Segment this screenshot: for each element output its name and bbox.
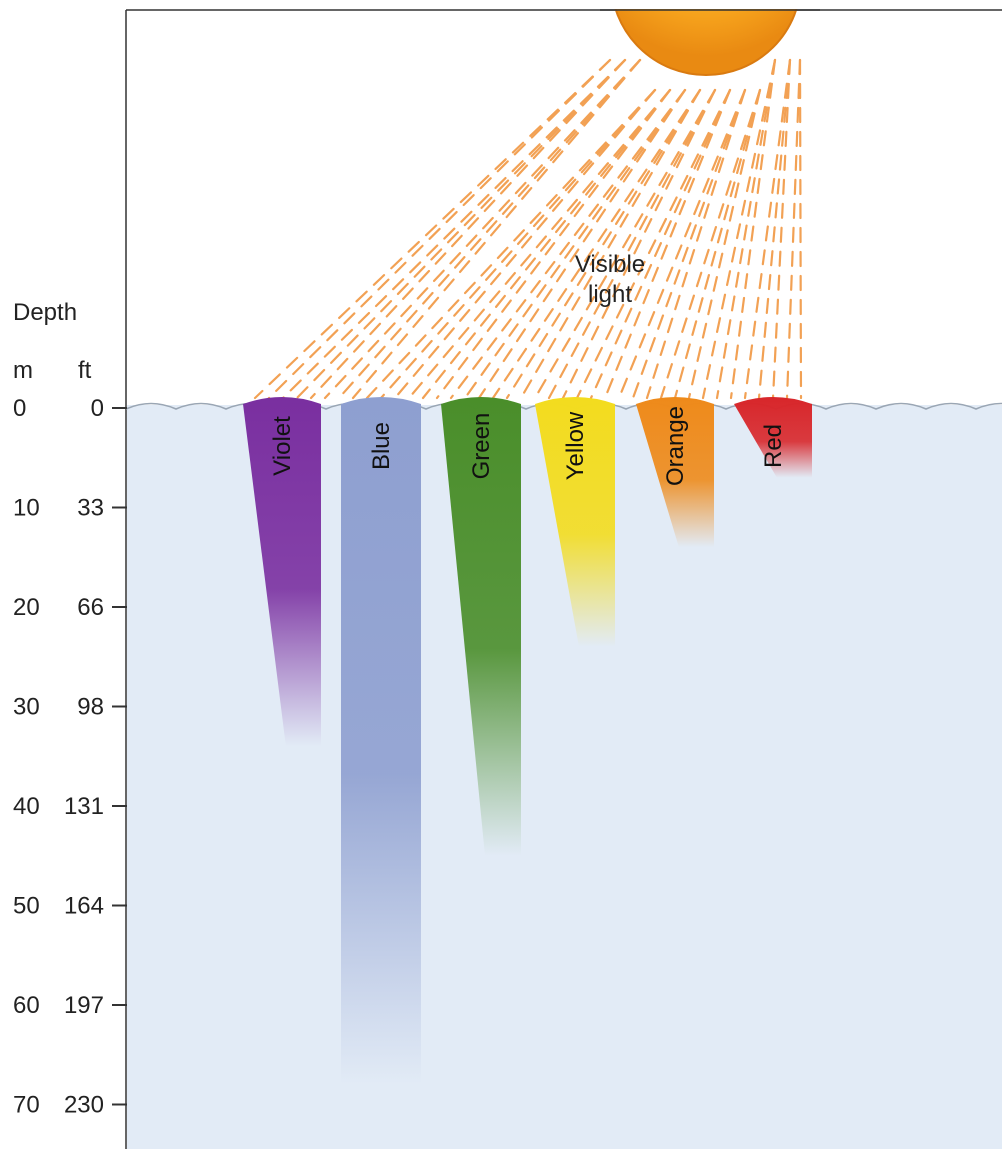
depth-label-ft: 98: [77, 694, 104, 721]
ray-line: [463, 88, 687, 400]
depth-label-m: 60: [13, 992, 40, 1019]
ray-line: [785, 58, 802, 400]
unit-ft-label: ft: [78, 357, 92, 384]
ray-line: [701, 58, 777, 400]
ray-line: [253, 58, 612, 400]
band-label-blue: Blue: [368, 422, 395, 470]
ray-line: [603, 88, 732, 400]
ray-line: [505, 88, 702, 400]
depth-label-m: 40: [13, 793, 40, 820]
depth-axis: 0 0 10 33 20 66 30 98 40 131 50 164 60 197 70 230: [13, 395, 127, 1119]
ray-line: [351, 58, 642, 400]
ray-line: [519, 88, 702, 400]
depth-label-ft: 230: [64, 1092, 104, 1119]
ray-line: [561, 88, 717, 400]
depth-label-m: 0: [13, 395, 26, 422]
ray-line: [421, 88, 672, 400]
ray-line: [757, 58, 792, 400]
ray-line: [323, 58, 642, 400]
band-label-red: Red: [760, 424, 787, 468]
depth-heading: Depth: [13, 299, 77, 326]
ray-line: [575, 88, 732, 400]
ray-line: [771, 58, 792, 400]
ray-line: [743, 58, 792, 400]
sun-rays: [253, 58, 803, 400]
depth-label-ft: 164: [64, 893, 104, 920]
ray-line: [589, 88, 732, 400]
sun-icon: [600, 0, 820, 76]
ray-line: [267, 58, 612, 400]
ray-line: [617, 88, 747, 400]
ray-line: [309, 58, 627, 400]
band-orange: [636, 397, 714, 548]
depth-label-ft: 197: [64, 992, 104, 1019]
ray-line: [547, 88, 717, 400]
depth-label-ft: 0: [91, 395, 104, 422]
color-bands: Violet Blue Green Yellow Orange Red: [243, 397, 812, 1085]
depth-label-m: 30: [13, 694, 40, 721]
band-red: [734, 397, 812, 478]
ray-line: [435, 88, 672, 400]
ray-line: [631, 88, 747, 400]
visible-light-label-line1: Visible: [575, 251, 645, 278]
ray-line: [645, 88, 747, 400]
ray-line: [281, 58, 627, 400]
visible-light-label-line2: light: [588, 281, 632, 308]
depth-label-ft: 131: [64, 793, 104, 820]
unit-m-label: m: [13, 357, 33, 384]
band-label-yellow: Yellow: [562, 411, 589, 480]
depth-label-ft: 33: [77, 495, 104, 522]
ray-line: [477, 88, 687, 400]
ray-line: [533, 88, 717, 400]
ray-line: [295, 58, 627, 400]
depth-label-m: 10: [13, 495, 40, 522]
ray-line: [491, 88, 702, 400]
depth-label-ft: 66: [77, 594, 104, 621]
ray-line: [449, 88, 687, 400]
ray-line: [379, 88, 657, 400]
sun-top-mask: [600, 0, 820, 9]
band-violet: [243, 397, 321, 747]
ray-line: [673, 88, 762, 400]
band-label-violet: Violet: [269, 416, 296, 476]
ray-line: [687, 88, 762, 400]
ray-line: [729, 58, 777, 400]
ray-line: [407, 88, 672, 400]
depth-label-m: 70: [13, 1092, 40, 1119]
ray-line: [393, 88, 657, 400]
band-blue: [341, 397, 421, 1085]
band-label-green: Green: [468, 413, 495, 480]
ray-line: [715, 58, 777, 400]
ray-line: [337, 58, 642, 400]
ray-line: [798, 58, 803, 400]
band-label-orange: Orange: [662, 406, 689, 486]
ray-line: [659, 88, 762, 400]
band-yellow: [535, 397, 615, 647]
band-green: [441, 397, 521, 856]
depth-label-m: 50: [13, 893, 40, 920]
depth-label-m: 20: [13, 594, 40, 621]
sun-disc: [612, 0, 800, 76]
